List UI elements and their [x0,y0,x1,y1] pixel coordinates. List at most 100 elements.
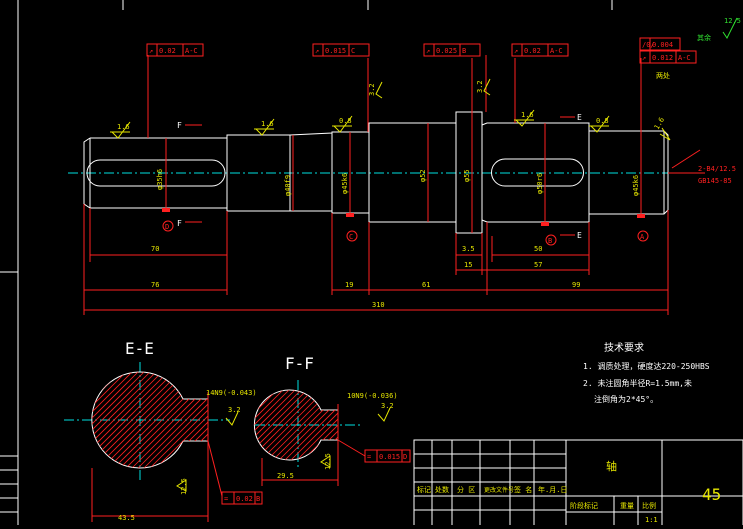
shaft-outline [83,111,669,234]
tb-part-name: 轴 [606,459,617,473]
datum-labels: D C B A F F E E [165,113,645,245]
gdt-frame-2: ↗ 0.015 C [312,43,370,57]
dia-45-left: φ45k6 [341,173,349,194]
dim-57: 57 [534,261,542,269]
gdt-datum: A-C [678,54,691,62]
dim-310: 310 [372,301,385,309]
datum-d: D [165,223,169,231]
datum-c: C [349,233,353,241]
keyway-right [491,158,584,187]
roughness-value: 1.6 [653,116,666,131]
tb-label-sign: 签 名 [514,485,532,494]
dim-61: 61 [422,281,430,289]
tb-label-change-doc: 更改文件号 [484,486,514,494]
gdt-symbol: ↗ [426,47,430,55]
tb-label-date: 年.月.日 [538,485,567,494]
roughness-other-note: 其余 12.5 [697,17,741,42]
roughness-value: 3.2 [476,80,484,93]
roughness-symbol: 1.6 [254,118,275,136]
dim-70: 70 [151,245,159,253]
center-hole-spec: 2-B4/12.5 [698,165,736,173]
section-f-rough: 3.2 [381,402,394,410]
roughness-value: 1.6 [521,111,534,119]
roughness-value: 1.6 [261,120,274,128]
section-f-gdt-sym: = [367,453,371,461]
section-mark-e-bottom: E [577,231,582,240]
gdt-symbol: ↗ [315,47,319,55]
tb-label-zone: 分 区 [457,485,475,494]
section-e-gdt-tol: 0.02 [236,495,253,503]
dim-99: 99 [572,281,580,289]
roughness-value: 3.2 [368,83,376,96]
drawing-border [0,0,613,525]
gdt-tolerance: 0.015 [325,47,346,55]
section-e-dim-key: 14N9(-0.043) [206,389,257,397]
tech-req-item-1: 1. 调质处理，硬度达220-250HBS [583,361,710,371]
dia-50: φ50r6 [536,173,544,194]
tb-label-stage: 阶段标记 [570,501,598,510]
section-mark-f-bottom: F [177,219,182,228]
keyway-left [86,159,226,187]
center-hole-note: 2-B4/12.5 GB145-85 [668,149,736,185]
roughness-symbol: 3.2 [476,78,491,96]
dia-55: φ55 [463,169,471,182]
roughness-symbol: 1.6 [514,109,535,127]
roughness-symbol: 0.8 [589,115,610,133]
gdt-datum: A-C [185,47,198,55]
gdt-tolerance: 0.004 [652,41,673,49]
section-f-rough-side: 12.5 [324,453,332,470]
gdt-symbol: ↗ [514,47,518,55]
datum-a: A [640,233,645,241]
gdt-frame-5: /0/0.004 [639,37,681,51]
tb-label-count: 处数 [435,485,449,494]
tb-label-mark: 标记 [417,485,431,494]
roughness-value: 0.8 [596,117,609,125]
section-e-profile [91,371,209,469]
datum-markers [162,208,649,246]
roughness-other-value: 12.5 [724,17,741,25]
roughness-value: 1.6 [117,123,130,131]
roughness-other-label: 其余 [697,33,711,42]
tech-req-heading: 技术要求 [604,341,644,354]
section-f-gdt-tol: 0.015 [379,453,400,461]
gdt-tolerance: 0.02 [524,47,541,55]
roughness-symbol: 1.6 [653,116,671,141]
tb-label-weight: 重量 [620,502,634,510]
section-e-gdt-datum: B [256,495,260,503]
dim-19: 19 [345,281,353,289]
dia-52: φ52 [419,169,427,182]
center-hole-standard: GB145-85 [698,177,732,185]
dia-40: φ40f9 [284,175,292,196]
dim-50: 50 [534,245,542,253]
diameter-labels: φ35h6 φ40f9 φ45k6 φ52 φ55 φ50r6 φ45k6 [156,169,640,196]
datum-b: B [548,237,552,245]
section-e-dim-width: 43.5 [118,514,135,522]
roughness-value: 0.8 [339,117,352,125]
dia-35: φ35h6 [156,169,164,190]
length-dimension-labels: 70 76 19 61 3.5 15 50 57 99 310 [151,245,580,309]
gdt-datum: C [351,47,355,55]
dim-15: 15 [464,261,472,269]
gdt-symbol: /0/ [642,41,655,49]
section-f-dim-width: 29.5 [277,472,294,480]
gdt-symbol: ↗ [642,54,646,62]
gdt-tolerance: 0.025 [436,47,457,55]
section-e-gdt-sym: = [224,495,228,503]
tb-label-scale: 比例 [642,501,656,510]
roughness-symbol: 3.2 [368,81,383,99]
section-mark-e-top: E [577,113,582,122]
section-e-title: E-E [125,339,154,358]
tech-req-item-3: 注倒角为2*45°。 [594,394,658,404]
roughness-symbol: 1.6 [110,121,131,139]
roughness-symbols: 1.6 1.6 0.8 3.2 3.2 1.6 0.8 1.6 [110,78,671,141]
tech-requirements: 技术要求 1. 调质处理，硬度达220-250HBS 2. 未注圆角半径R=1.… [583,341,710,404]
tb-scale-value: 1:1 [645,516,658,524]
dia-45-right: φ45k6 [632,175,640,196]
section-mark-f-top: F [177,121,182,130]
gdt-symbol: ↗ [149,47,153,55]
